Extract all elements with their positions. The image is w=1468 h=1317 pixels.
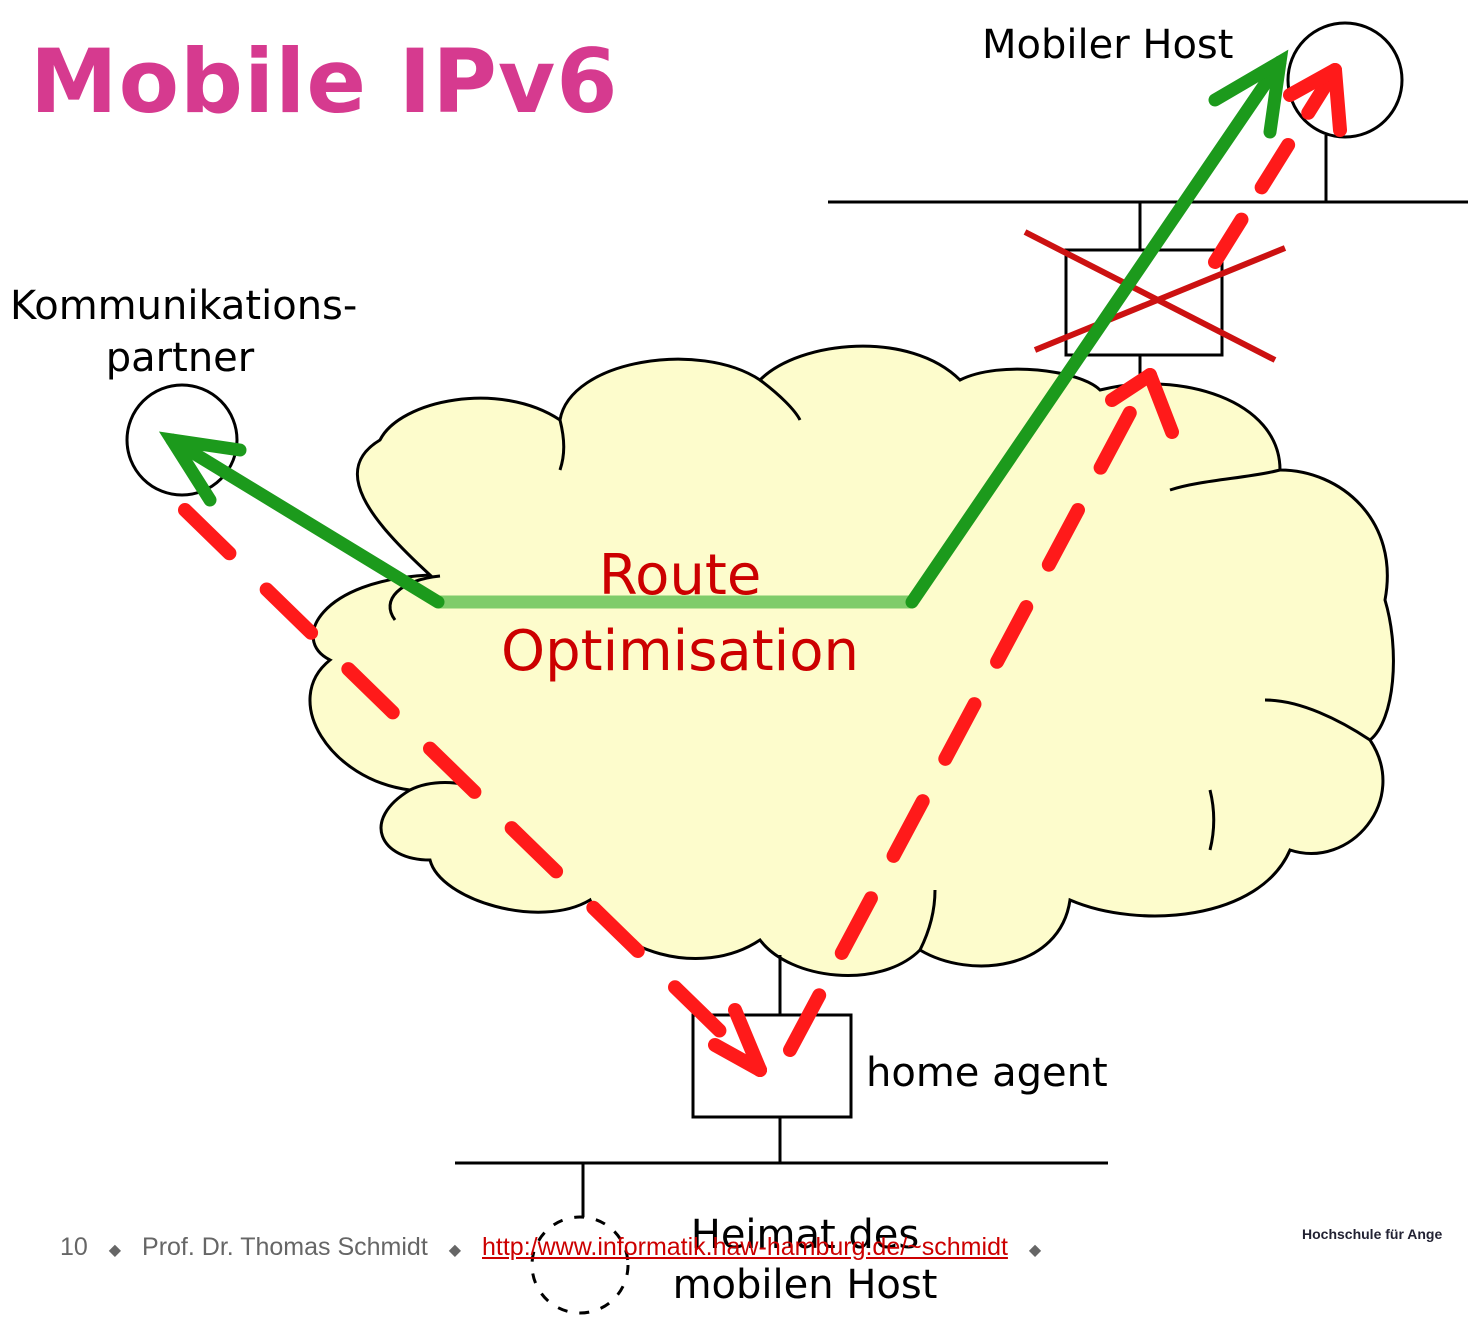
- green-route-arrows: [158, 49, 1289, 609]
- footer-url-link[interactable]: http:/www.informatik.haw-hamburg.de/~sch…: [482, 1233, 1008, 1261]
- route-label-line2: Optimisation: [500, 619, 859, 684]
- correspondent-label: Kommunikations- partner: [10, 280, 358, 384]
- diamond-separator-icon: ◆: [1028, 1242, 1042, 1259]
- route-optimisation-label: Route Optimisation: [480, 538, 880, 690]
- correspondent-label-line2: partner: [105, 335, 255, 381]
- home-label-line2: mobilen Host: [672, 1262, 938, 1308]
- home-network-label: Heimat des mobilen Host: [660, 1210, 950, 1310]
- home-label-line1: Heimat des: [690, 1212, 920, 1258]
- route-label-line1: Route: [598, 543, 762, 608]
- home-host-node: [530, 1215, 630, 1315]
- network-links: [455, 135, 1468, 1225]
- university-logo-text: Hochschule für Ange: [1302, 1226, 1443, 1242]
- footer-author: Prof. Dr. Thomas Schmidt: [142, 1233, 428, 1261]
- slide-title: Mobile IPv6: [30, 30, 619, 133]
- red-dashed-paths: [178, 63, 1347, 1077]
- diamond-separator-icon: ◆: [448, 1242, 462, 1259]
- internet-cloud: [308, 344, 1395, 977]
- slide-footer: 10 ◆ Prof. Dr. Thomas Schmidt ◆ http:/ww…: [60, 1233, 1055, 1262]
- router-cross-icon: [1023, 229, 1287, 363]
- page-number: 10: [60, 1233, 88, 1261]
- mobile-host-label: Mobiler Host: [982, 22, 1234, 68]
- home-agent-label: home agent: [866, 1050, 1108, 1096]
- correspondent-label-line1: Kommunikations-: [10, 283, 358, 329]
- diamond-separator-icon: ◆: [108, 1242, 122, 1259]
